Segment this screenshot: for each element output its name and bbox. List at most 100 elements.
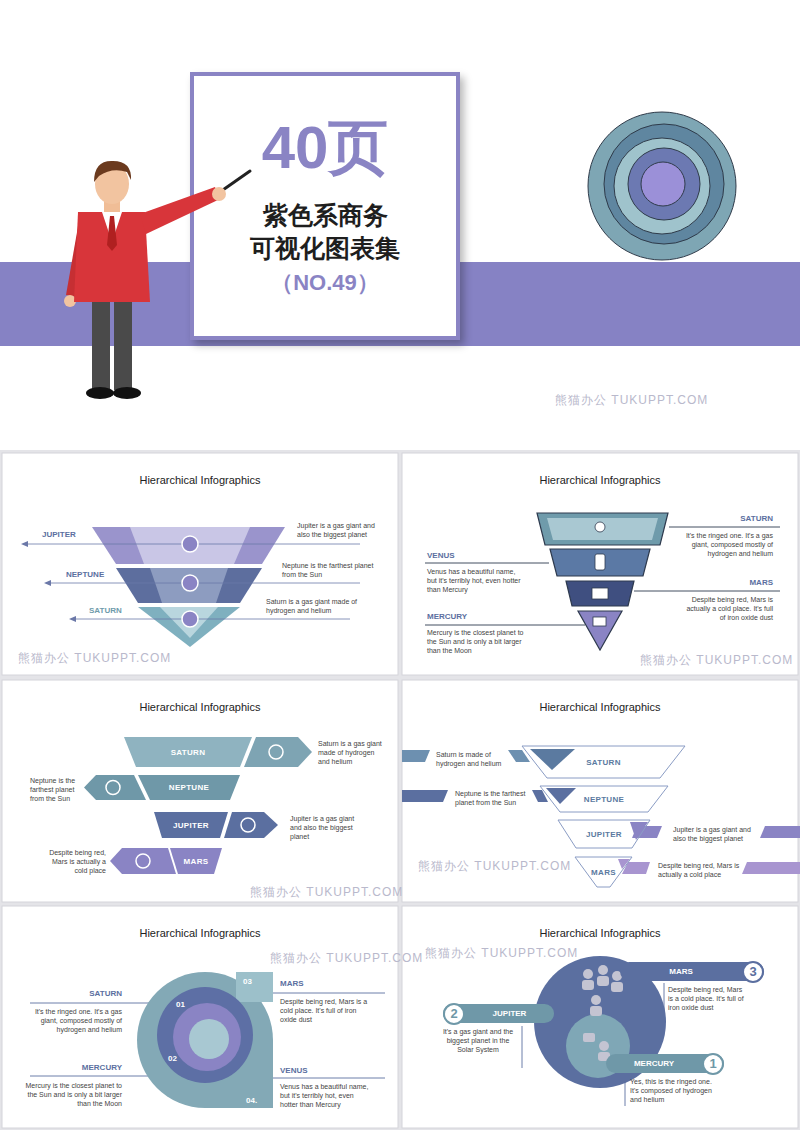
node-text: JUPITER — [465, 1009, 554, 1018]
band-outline — [522, 746, 685, 778]
ring-figure — [236, 972, 273, 1002]
funnel-figure — [116, 568, 262, 603]
leader-line — [425, 563, 549, 564]
icon — [269, 745, 283, 759]
ring-figure — [157, 987, 253, 1083]
item-heading: NEPTUNE — [66, 570, 104, 579]
people-icon — [599, 1041, 609, 1051]
item-note: Saturn is made of hydrogen and helium — [436, 750, 508, 768]
node-text: MARS — [620, 967, 742, 976]
ring-figure — [137, 972, 273, 1108]
presenter-figure — [64, 295, 76, 307]
funnel-figure — [537, 513, 668, 650]
presenter-figure — [114, 295, 132, 390]
arrow-head — [21, 541, 76, 622]
watermark: 熊猫办公 TUKUPPT.COM — [555, 392, 708, 409]
funnel-figure — [522, 746, 685, 778]
ribbon — [402, 750, 430, 762]
presenter-figure — [86, 387, 114, 399]
leader-line — [74, 619, 350, 620]
band-outline — [170, 848, 222, 874]
spiral-figure — [641, 162, 685, 206]
people-icon — [583, 969, 593, 979]
band-outline — [138, 775, 240, 800]
arrow-head — [21, 541, 28, 547]
node-text: 40页 — [262, 116, 389, 179]
icon — [593, 617, 606, 626]
item-heading: SATURN — [89, 606, 122, 615]
leader-line — [30, 1003, 160, 1004]
band-outline — [154, 812, 228, 838]
icon — [592, 522, 608, 626]
node-text: Hierarchical Infographics — [2, 927, 398, 939]
spiral-figure — [628, 148, 700, 220]
leader-line — [669, 527, 780, 528]
node-text: SATURN — [171, 748, 206, 757]
funnel-figure — [150, 568, 228, 603]
page-ground — [2, 453, 398, 675]
leader-line — [30, 1076, 160, 1077]
people-icon — [598, 965, 608, 975]
node-text: Hierarchical Infographics — [2, 474, 398, 486]
item-heading: SATURN — [700, 514, 773, 523]
ribbon — [532, 790, 548, 802]
presenter-figure — [94, 161, 131, 182]
node-text: NEPTUNE — [169, 783, 209, 792]
funnel-band: NEPTUNE — [540, 786, 668, 812]
leader-line — [664, 983, 665, 1020]
item-note: It's the ringed one. It's a gas giant, c… — [683, 531, 773, 558]
node-text: （NO.49） — [271, 268, 379, 298]
page-ground — [402, 906, 798, 1128]
item-note: It's a gas giant and the biggest planet … — [440, 1027, 516, 1054]
callout-number: 3 — [742, 961, 764, 983]
ribbon — [632, 826, 662, 838]
callout-number: 02 — [168, 1054, 177, 1063]
item-note: Venus has a beautiful name, but it's ter… — [280, 1082, 372, 1109]
icon — [595, 522, 605, 532]
item-note: It's the ringed one. It's a gas giant, c… — [32, 1007, 122, 1034]
item-note: Yes, this is the ringed one. It's compos… — [630, 1077, 716, 1104]
presenter-figure — [113, 387, 141, 399]
band-outline — [124, 737, 252, 767]
node-text: MERCURY — [606, 1059, 702, 1068]
leader-line — [49, 583, 360, 584]
item-note: Despite being red, Mars is a cold place.… — [280, 997, 372, 1024]
item-heading: SATURN — [60, 989, 122, 998]
icon — [592, 588, 608, 599]
icon — [182, 575, 198, 591]
funnel-band: SATURN — [124, 737, 252, 767]
callout-number: 03 — [243, 977, 252, 986]
presenter-figure — [104, 198, 120, 214]
presenter-figure — [107, 216, 117, 251]
people-icon — [582, 965, 623, 1061]
page-ground — [402, 680, 798, 902]
spiral-figure — [588, 112, 736, 260]
node-text: NEPTUNE — [584, 795, 624, 804]
item-heading: VENUS — [427, 551, 455, 560]
item-note: Jupiter is a gas giant and also the bigg… — [673, 825, 761, 843]
funnel-figure — [130, 527, 250, 564]
funnel-figure — [547, 518, 658, 540]
item-note: Mercury is the closest planet to the Sun… — [25, 1081, 122, 1108]
arrow-head — [44, 580, 51, 586]
item-heading: JUPITER — [42, 530, 76, 539]
spiral-figure — [604, 124, 724, 244]
arrow-box — [224, 812, 278, 838]
callout-number: 04. — [246, 1096, 257, 1105]
item-note: Neptune is the farthest planet from the … — [455, 789, 531, 807]
item-note: Despite being red, Mars is actually a co… — [658, 861, 744, 879]
leader-line — [425, 527, 780, 625]
watermark: 熊猫办公 TUKUPPT.COM — [270, 950, 423, 967]
people-icon — [590, 1006, 602, 1016]
arrow-box — [244, 737, 312, 767]
people-icon — [591, 995, 601, 1005]
item-note: Despite being red, Mars is a cold place.… — [668, 985, 748, 1012]
funnel-figure — [578, 611, 622, 650]
funnel-figure — [138, 607, 240, 647]
item-note: Saturn is a gas giant made of hydrogen a… — [318, 739, 388, 766]
band-outline — [575, 857, 632, 887]
watermark: 熊猫办公 TUKUPPT.COM — [250, 884, 403, 901]
page-ground — [2, 906, 398, 1128]
funnel-figure — [537, 513, 668, 545]
funnel-figure — [546, 788, 576, 804]
